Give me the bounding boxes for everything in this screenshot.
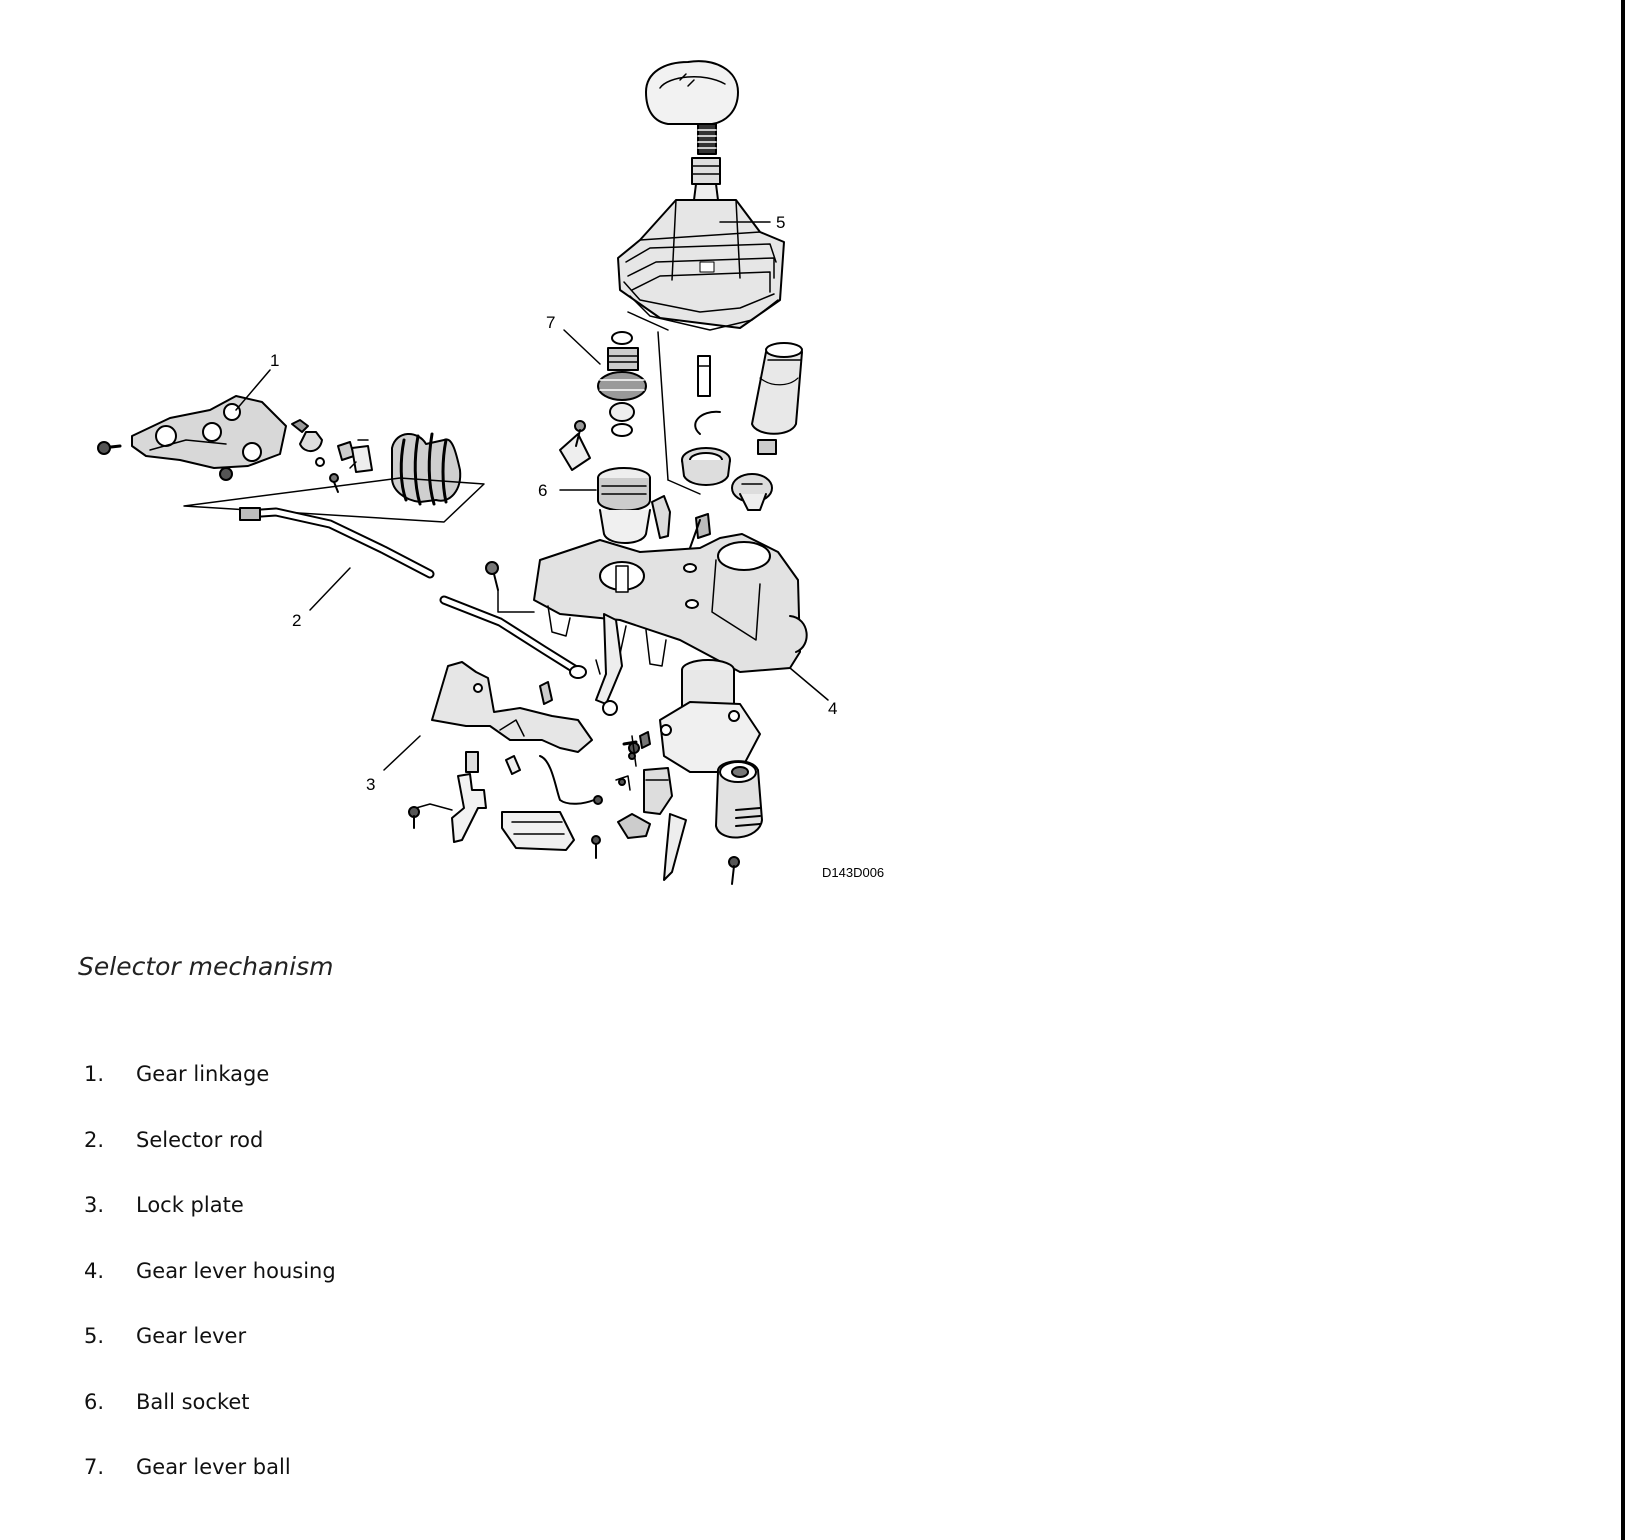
selector-arm [595, 613, 623, 716]
gear-knob [645, 60, 739, 125]
legend-item-number: 4. [84, 1258, 105, 1283]
gear-lever-boot [617, 199, 785, 331]
lever-collar [691, 157, 721, 201]
small-bolts [559, 420, 711, 549]
exploded-view-illustration: 5 7 6 [97, 60, 884, 885]
lock-plate-parts [408, 751, 631, 859]
callout-2: 2 [292, 611, 301, 630]
page-border-right [1621, 0, 1625, 1540]
legend-item-number: 6. [84, 1389, 105, 1414]
cable-clamp [731, 473, 773, 511]
callout-3: 3 [366, 775, 375, 794]
legend-item: 1. Gear linkage [84, 1062, 336, 1128]
linkage-fittings [291, 419, 373, 493]
legend-item: 7. Gear lever ball [84, 1455, 336, 1521]
legend-item-label: Gear lever [136, 1324, 247, 1348]
legend-item: 6. Ball socket [84, 1390, 336, 1456]
legend-item-number: 1. [84, 1062, 105, 1086]
legend-item: 4. Gear lever housing [84, 1259, 336, 1325]
legend-item-number: 2. [84, 1127, 105, 1152]
selector-rod [239, 507, 601, 679]
callout-4: 4 [828, 699, 837, 718]
bottom-bracket [617, 767, 687, 881]
pin-and-clip-parts [627, 311, 731, 495]
callout-7: 7 [546, 313, 555, 332]
legend-item-number: 7. [84, 1455, 105, 1479]
legend-item-number: 3. [84, 1193, 105, 1217]
linkage-bellows [391, 432, 462, 506]
legend-item-label: Gear lever housing [136, 1258, 336, 1283]
legend-item-number: 5. [84, 1324, 105, 1348]
lower-housing [659, 659, 761, 773]
figure-code: D143D006 [822, 865, 884, 880]
lever-spring [697, 123, 717, 155]
legend-item: 3. Lock plate [84, 1193, 336, 1259]
callout-5: 5 [776, 213, 785, 232]
gear-lever-housing [533, 533, 808, 673]
callout-6: 6 [538, 481, 547, 500]
legend-item-label: Gear lever ball [136, 1455, 291, 1479]
figure-caption: Selector mechanism [78, 952, 334, 981]
legend-item-label: Ball socket [136, 1389, 250, 1414]
callout-1: 1 [270, 351, 279, 370]
parts-legend: 1. Gear linkage 2. Selector rod 3. Lock … [84, 1062, 336, 1521]
legend-item-label: Selector rod [136, 1127, 264, 1152]
housing-bolt [485, 561, 535, 613]
damper-cylinder [751, 342, 803, 455]
gear-linkage [97, 395, 287, 481]
legend-item: 2. Selector rod [84, 1128, 336, 1194]
legend-item-label: Lock plate [136, 1193, 244, 1217]
selector-mechanism-figure: 5 7 6 [0, 0, 1000, 920]
lock-plate [431, 661, 593, 753]
gear-lever-ball-stack [597, 331, 647, 437]
legend-item: 5. Gear lever [84, 1324, 336, 1390]
screw-left-housing [628, 735, 637, 767]
ball-socket [597, 467, 651, 544]
legend-item-label: Gear linkage [136, 1062, 270, 1086]
